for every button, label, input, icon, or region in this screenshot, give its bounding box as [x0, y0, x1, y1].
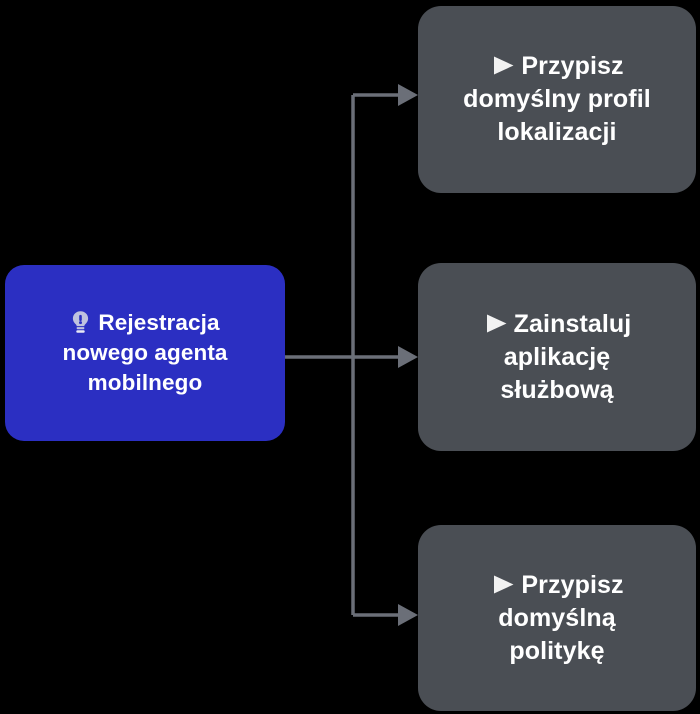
play-triangle-icon [486, 314, 507, 332]
node-app-label: Zainstaluj aplikację służbową [500, 309, 632, 404]
node-profile-content: Przypisz domyślny profil lokalizacji [449, 50, 665, 149]
node-source-content: Rejestracja nowego agenta mobilnego [48, 308, 241, 397]
node-policy-content: Przypisz domyślną politykę [476, 569, 637, 668]
node-profile-label: Przypisz domyślny profil lokalizacji [463, 52, 651, 146]
play-triangle-icon [494, 56, 514, 75]
play-triangle-icon [494, 575, 514, 593]
arrowhead-profile [398, 84, 418, 106]
arrowhead-policy [398, 604, 418, 626]
arrowhead-app [398, 346, 418, 368]
node-rejestracja-nowego-agenta-mobilnego[interactable]: Rejestracja nowego agenta mobilnego [5, 265, 285, 441]
node-policy-label: Przypisz domyślną politykę [498, 570, 624, 665]
node-zainstaluj-aplikacje-sluzbowa[interactable]: Zainstaluj aplikację służbową [418, 263, 696, 451]
node-przypisz-domyslna-polityke[interactable]: Przypisz domyślną politykę [418, 525, 696, 711]
node-source-label: Rejestracja nowego agenta mobilnego [62, 310, 228, 395]
node-przypisz-domyslny-profil-lokalizacji[interactable]: Przypisz domyślny profil lokalizacji [418, 6, 696, 193]
lightbulb-exclamation-icon [73, 311, 89, 334]
node-app-content: Zainstaluj aplikację służbową [469, 308, 646, 407]
